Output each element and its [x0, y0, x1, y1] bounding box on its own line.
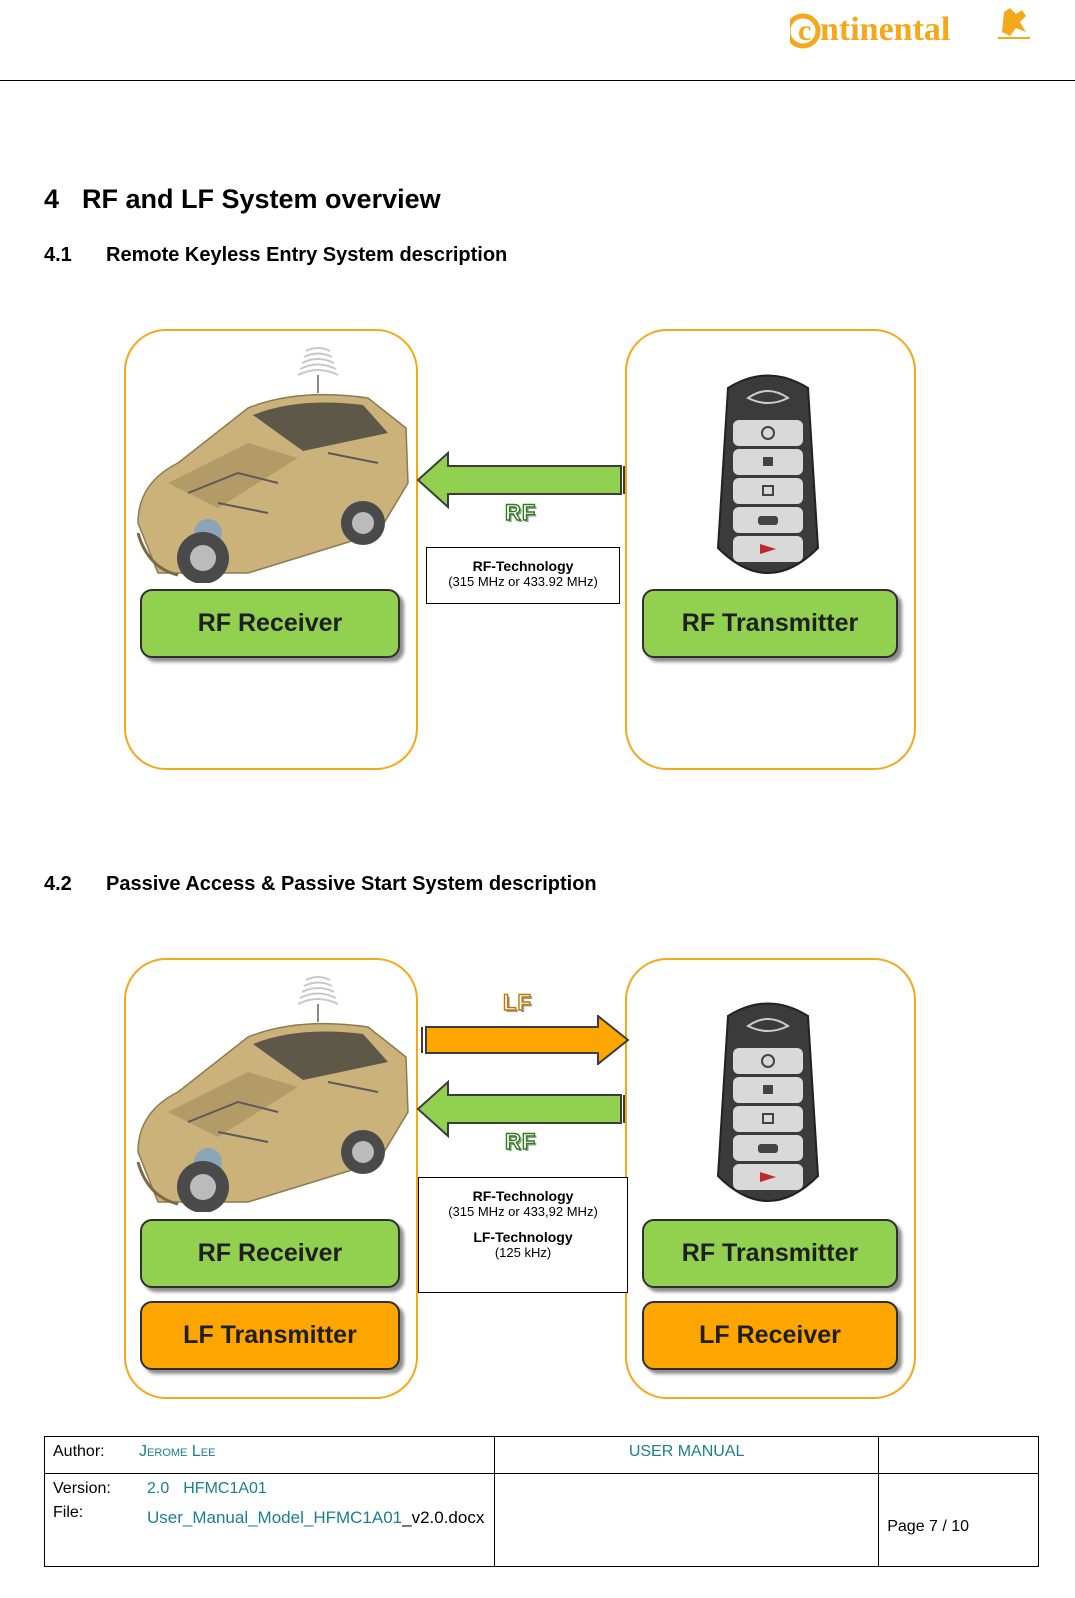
file-value: User_Manual_Model_HFMC1A01 [147, 1508, 403, 1527]
key-fob-illustration-2 [716, 1002, 820, 1202]
author-cell: Author: Jerome Lee [44, 1436, 495, 1474]
version-value: 2.0 [147, 1480, 170, 1497]
rf-arrow-left [416, 451, 625, 509]
author-label: Author: [53, 1443, 105, 1460]
rf-arrow-label-2: RF [504, 1128, 537, 1154]
rf-technology-title-2: RF-Technology [472, 1188, 574, 1204]
rf-arrow-label: RF [504, 499, 537, 525]
lf-arrow-right [421, 1015, 630, 1065]
rf-lf-technology-box: RF-Technology (315 MHz or 433,92 MHz) LF… [418, 1177, 628, 1293]
file-label: File: [53, 1504, 84, 1521]
lf-technology-detail: (125 kHz) [494, 1245, 552, 1260]
version-file-cell: Version: 2.0 HFMC1A01 File: User_Manual_Mo… [44, 1473, 495, 1567]
rf-receiver-label-2: RF Receiver [140, 1219, 400, 1288]
lf-arrow-label: LF [502, 989, 532, 1015]
blank-cell [878, 1436, 1039, 1474]
svg-text:c: c [798, 14, 811, 47]
model-value: HFMC1A01 [183, 1480, 267, 1497]
rf-technology-detail: (315 MHz or 433.92 MHz) [448, 574, 598, 589]
rf-technology-box: RF-Technology (315 MHz or 433.92 MHz) [426, 547, 620, 604]
doc-type-cell: USER MANUAL [493, 1436, 880, 1474]
author-value: Jerome Lee [139, 1443, 216, 1460]
car-illustration [136, 347, 409, 583]
header-rule [0, 80, 1075, 81]
key-fob-illustration [716, 374, 820, 574]
file-extension: _v2.0.docx [402, 1508, 485, 1527]
lf-transmitter-label: LF Transmitter [140, 1301, 400, 1370]
lf-technology-title: LF-Technology [473, 1229, 573, 1245]
version-label: Version: [53, 1480, 111, 1497]
rf-transmitter-label-2: RF Transmitter [642, 1219, 898, 1288]
rf-transmitter-label: RF Transmitter [642, 589, 898, 658]
rf-receiver-label: RF Receiver [140, 589, 400, 658]
rf-technology-title: RF-Technology [472, 558, 574, 574]
middle-cell [493, 1473, 880, 1567]
document-footer: Author: Jerome Lee USER MANUAL Version: 2… [44, 1436, 1039, 1567]
page-number-cell: Page 7 / 10 [878, 1473, 1039, 1567]
car-illustration-2 [136, 976, 409, 1212]
svg-text:ntinental: ntinental [820, 11, 950, 48]
rf-technology-detail-2: (315 MHz or 433,92 MHz) [448, 1204, 598, 1219]
rf-arrow-left-2 [416, 1080, 625, 1138]
lf-receiver-label: LF Receiver [642, 1301, 898, 1370]
continental-logo: c ntinental [790, 8, 1030, 49]
